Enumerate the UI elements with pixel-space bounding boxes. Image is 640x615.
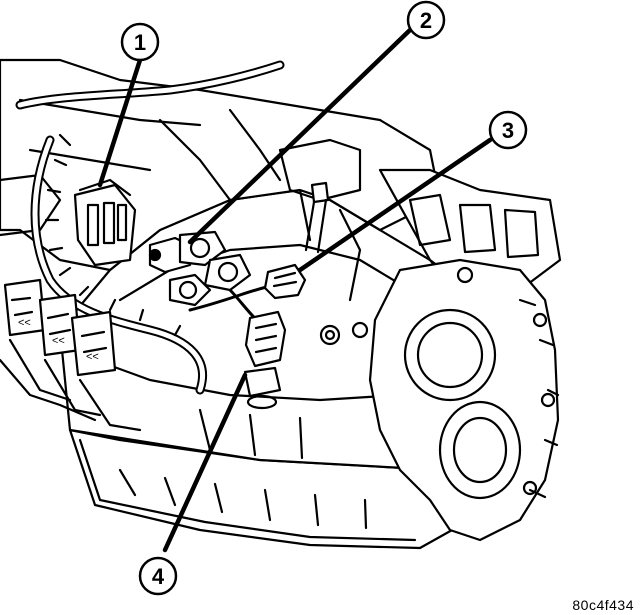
callout-3-label: 3 <box>502 118 514 143</box>
svg-text:<<: << <box>18 317 31 329</box>
leader-line-1 <box>97 57 143 188</box>
svg-text:<<: << <box>86 351 99 363</box>
dipstick-tube <box>304 181 330 254</box>
leader-line-2 <box>187 27 413 245</box>
solenoid-pack: << << << <box>0 278 142 432</box>
callout-4-label: 4 <box>152 564 165 589</box>
figure-id-label: 80c4f434 <box>572 597 634 613</box>
svg-text:<<: << <box>52 335 65 347</box>
leader-line-3 <box>297 137 493 273</box>
connector-3 <box>263 263 307 300</box>
callout-4: 4 <box>138 556 178 596</box>
leader-lines <box>97 27 493 553</box>
converter-housing <box>368 258 560 542</box>
callout-3: 3 <box>488 110 528 150</box>
callout-1: 1 <box>120 22 160 62</box>
callout-1-label: 1 <box>134 30 146 55</box>
callout-2: 2 <box>406 0 446 40</box>
callout-2-label: 2 <box>420 8 432 33</box>
connector-1 <box>73 178 137 267</box>
wiring-harness <box>15 60 285 395</box>
housing-bolts <box>319 321 369 346</box>
leader-line-4 <box>162 372 248 553</box>
connector-4 <box>243 310 287 410</box>
